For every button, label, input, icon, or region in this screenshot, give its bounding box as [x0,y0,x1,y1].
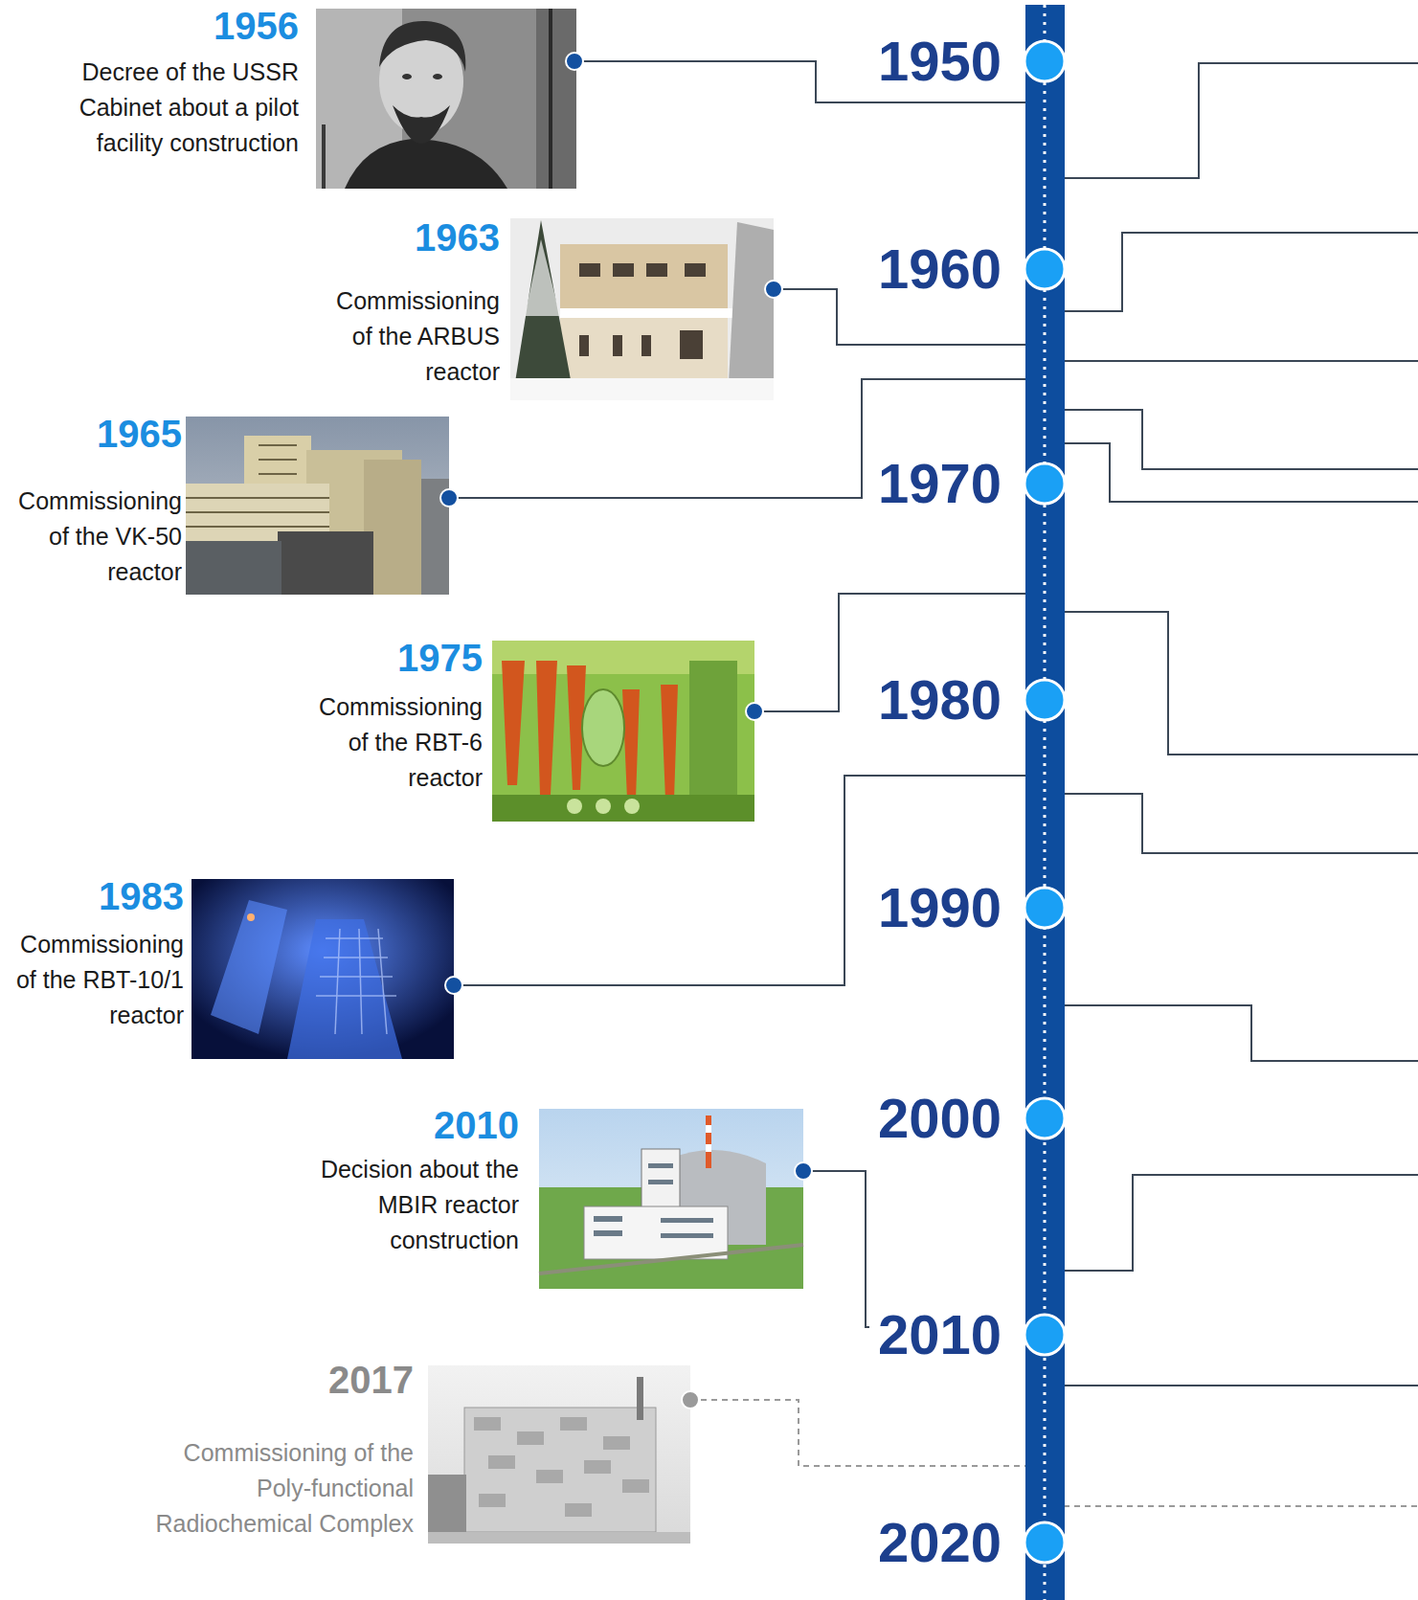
decade-label: 1950 [877,28,1002,94]
decade-label: 2000 [877,1085,1002,1151]
rbt10-photo [191,878,454,1059]
timeline-event: 1963Commissioning of the ARBUS reactor [319,216,500,390]
event-description: Decision about the MBIR reactor construc… [262,1151,519,1259]
portrait-photo [315,8,577,189]
decade-label: 2020 [877,1509,1002,1576]
event-description: Commissioning of the VK-50 reactor [5,483,182,590]
event-description: Commissioning of the Poly-functional Rad… [145,1435,414,1542]
event-year: 2010 [262,1103,519,1147]
event-year: 1975 [302,636,483,679]
event-description: Decree of the USSR Cabinet about a pilot… [6,54,299,161]
timeline-event: 1975Commissioning of the RBT-6 reactor [302,636,483,796]
event-description: Commissioning of the ARBUS reactor [319,283,500,390]
arbus-photo [510,218,774,401]
timeline-event: 2010Decision about the MBIR reactor cons… [262,1103,519,1259]
decade-markers [1024,41,1065,1563]
decade-label: 1980 [877,667,1002,733]
timeline-event: 1965Commissioning of the VK-50 reactor [5,412,182,590]
timeline-bar [1025,4,1065,1600]
event-year: 1983 [5,875,184,918]
timeline-event: 2017Commissioning of the Poly-functional… [145,1358,414,1542]
event-leaders [449,61,1026,1466]
leader-lines [1063,63,1418,1507]
decade-label: 1990 [877,875,1002,941]
event-year: 2017 [145,1358,414,1401]
decade-label: 1970 [877,450,1002,517]
timeline-event: 1983Commissioning of the RBT-10/1 reacto… [5,875,184,1034]
timeline-event: 1956Decree of the USSR Cabinet about a p… [6,4,299,161]
decade-label: 1960 [877,236,1002,302]
rbt6-photo [492,640,755,822]
decade-label: 2010 [877,1302,1002,1368]
timeline-dots [1043,4,1047,1600]
event-description: Commissioning of the RBT-10/1 reactor [5,926,184,1034]
event-description: Commissioning of the RBT-6 reactor [302,689,483,796]
mbir-render [539,1108,804,1289]
event-year: 1965 [5,412,182,455]
event-year: 1963 [319,216,500,259]
vk50-photo [185,416,450,595]
event-year: 1956 [6,4,299,47]
radiochemical-render [427,1365,691,1544]
